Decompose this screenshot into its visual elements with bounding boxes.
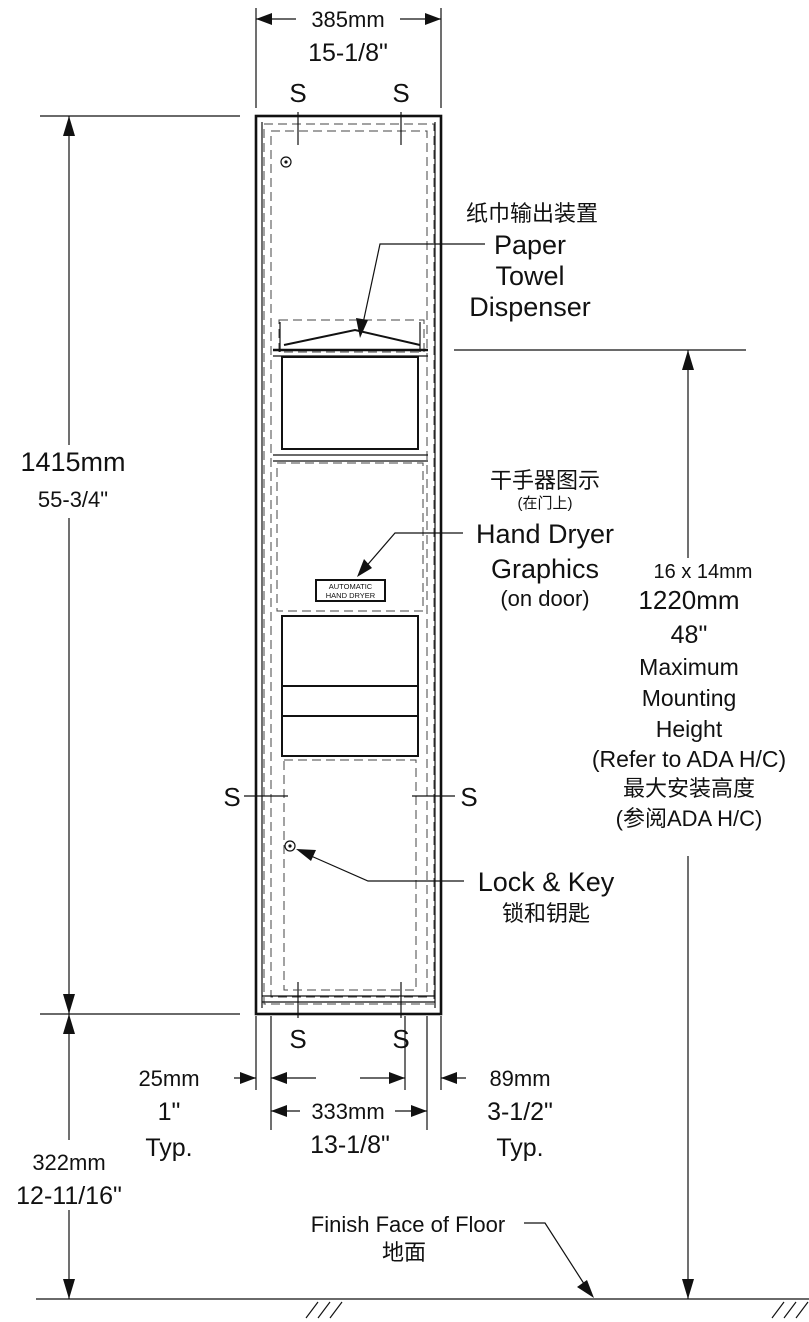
paper-towel-leader bbox=[361, 243, 485, 329]
bottom-dimensions: 25mm 1" Typ. 333mm 13-1/8" 89mm 3-1/2" T… bbox=[138, 1016, 553, 1162]
stud-mark-top-right: S bbox=[392, 78, 409, 108]
paper-towel-line1: Paper bbox=[494, 230, 566, 260]
graphic-size: 16 x 14mm bbox=[654, 561, 753, 583]
lock-key-en: Lock & Key bbox=[478, 867, 615, 897]
lock-keyhole bbox=[288, 844, 292, 848]
hand-dryer-arrow bbox=[357, 559, 372, 577]
arrow-mount-bottom bbox=[682, 1279, 694, 1299]
cabinet-inner-dashed bbox=[263, 123, 435, 1005]
arrow-89-left bbox=[389, 1072, 405, 1084]
paper-towel-zh: 纸巾输出装置 bbox=[466, 201, 598, 226]
paper-towel-arrow bbox=[356, 318, 368, 338]
floor-hatch-2 bbox=[317, 1301, 331, 1319]
inner-width-mm: 333mm bbox=[311, 1099, 384, 1124]
hand-dryer-graphic bbox=[315, 579, 386, 602]
top-width-mm: 385mm bbox=[311, 7, 384, 32]
arrow-top-left bbox=[256, 13, 272, 25]
cabinet-screw bbox=[280, 156, 292, 168]
floor-label-en: Finish Face of Floor bbox=[311, 1212, 505, 1237]
arrow-top-right bbox=[425, 13, 441, 25]
towel-bracket bbox=[283, 328, 421, 346]
floor: Finish Face of Floor 地面 bbox=[36, 1212, 809, 1319]
mount-height-in: 48" bbox=[671, 621, 708, 649]
lock-leader bbox=[301, 851, 464, 882]
paper-towel-line2: Towel bbox=[495, 261, 564, 291]
arrow-25-left bbox=[240, 1072, 256, 1084]
right-offset-mm: 89mm bbox=[489, 1066, 550, 1091]
arrow-height-top bbox=[63, 116, 75, 136]
arrow-mount-top bbox=[682, 350, 694, 370]
mount-zh2: (参阅ADA H/C) bbox=[616, 806, 763, 831]
left-offset-mm: 25mm bbox=[138, 1066, 199, 1091]
lower-door-dashed bbox=[283, 759, 417, 991]
floor-leader bbox=[524, 1222, 589, 1291]
mount-line1: Maximum bbox=[639, 654, 739, 680]
hand-dryer-line1: Hand Dryer bbox=[476, 519, 614, 549]
mount-height-mm: 1220mm bbox=[638, 585, 739, 615]
right-offset-typ: Typ. bbox=[496, 1134, 543, 1162]
arrow-floor-top bbox=[63, 1014, 75, 1034]
floor-hatch-5 bbox=[783, 1301, 797, 1319]
floor-clearance-in: 12-11/16" bbox=[16, 1182, 122, 1210]
stud-mark-bottom-right: S bbox=[392, 1024, 409, 1054]
dryer-door-dashed bbox=[276, 462, 424, 612]
floor-hatch-3 bbox=[329, 1301, 343, 1319]
top-width-in: 15-1/8" bbox=[308, 39, 388, 67]
lock-icon bbox=[284, 840, 296, 852]
towel-window bbox=[281, 356, 419, 450]
total-height-in: 55-3/4" bbox=[38, 487, 108, 512]
stud-mark-mid-right: S bbox=[460, 782, 477, 812]
paper-towel-callout: 纸巾输出装置 Paper Towel Dispenser bbox=[356, 201, 598, 338]
floor-clearance-dimension: 322mm 12-11/16" bbox=[16, 1014, 122, 1299]
stud-mark-top-left: S bbox=[289, 78, 306, 108]
hand-dryer-zh: 干手器图示 bbox=[490, 468, 600, 493]
inner-width-in: 13-1/8" bbox=[310, 1131, 390, 1159]
mount-zh1: 最大安装高度 bbox=[623, 776, 755, 801]
total-height-mm: 1415mm bbox=[20, 447, 125, 477]
hand-dryer-leader bbox=[362, 532, 463, 571]
floor-hatch-4 bbox=[771, 1301, 785, 1319]
hand-dryer-callout: 干手器图示 (在门上) Hand Dryer Graphics (on door… bbox=[357, 468, 614, 611]
arrow-89-right bbox=[441, 1072, 457, 1084]
floor-label-zh: 地面 bbox=[382, 1240, 426, 1265]
lock-arrow bbox=[296, 849, 316, 861]
floor-arrow bbox=[577, 1280, 594, 1298]
paper-towel-line3: Dispenser bbox=[469, 292, 591, 322]
mount-line2: Mounting bbox=[642, 685, 737, 711]
top-width-dimension: 385mm 15-1/8" bbox=[255, 7, 442, 108]
arrow-floor-bottom bbox=[63, 1279, 75, 1299]
towel-slot-dashed bbox=[278, 319, 425, 353]
arrow-333-right bbox=[411, 1105, 427, 1117]
cabinet-inner-dashed-2 bbox=[270, 130, 428, 998]
stud-mark-mid-left: S bbox=[223, 782, 240, 812]
mounting-height-dimension: 16 x 14mm 1220mm 48" Maximum Mounting He… bbox=[454, 349, 786, 1299]
mount-line4: (Refer to ADA H/C) bbox=[592, 746, 786, 772]
floor-clearance-mm: 322mm bbox=[32, 1150, 105, 1175]
graphic-label-line1: AUTOMATIC bbox=[329, 582, 373, 591]
hand-dryer-line2: Graphics bbox=[491, 554, 599, 584]
right-offset-in: 3-1/2" bbox=[487, 1098, 553, 1126]
lock-callout: Lock & Key 锁和钥匙 bbox=[296, 849, 615, 926]
left-offset-typ: Typ. bbox=[145, 1134, 192, 1162]
hand-dryer-line3: (on door) bbox=[500, 586, 589, 611]
cabinet: AUTOMATIC HAND DRYER bbox=[254, 112, 443, 1018]
cabinet-screw-dot bbox=[284, 160, 288, 164]
total-height-dimension: 1415mm 55-3/4" bbox=[20, 115, 240, 1015]
graphic-label-line2: HAND DRYER bbox=[326, 591, 376, 600]
arrow-25-right bbox=[271, 1072, 287, 1084]
stud-mark-bottom-left: S bbox=[289, 1024, 306, 1054]
stud-marks: S S S S S S bbox=[223, 78, 477, 1054]
left-offset-in: 1" bbox=[158, 1098, 181, 1126]
lock-key-zh: 锁和钥匙 bbox=[502, 901, 590, 926]
arrow-height-bottom bbox=[63, 994, 75, 1014]
floor-hatch-6 bbox=[795, 1301, 809, 1319]
cabinet-outline bbox=[254, 114, 443, 1016]
arrow-333-left bbox=[271, 1105, 287, 1117]
mount-line3: Height bbox=[656, 716, 723, 742]
floor-hatch-1 bbox=[305, 1301, 319, 1319]
hand-dryer-zh-note: (在门上) bbox=[518, 495, 573, 512]
